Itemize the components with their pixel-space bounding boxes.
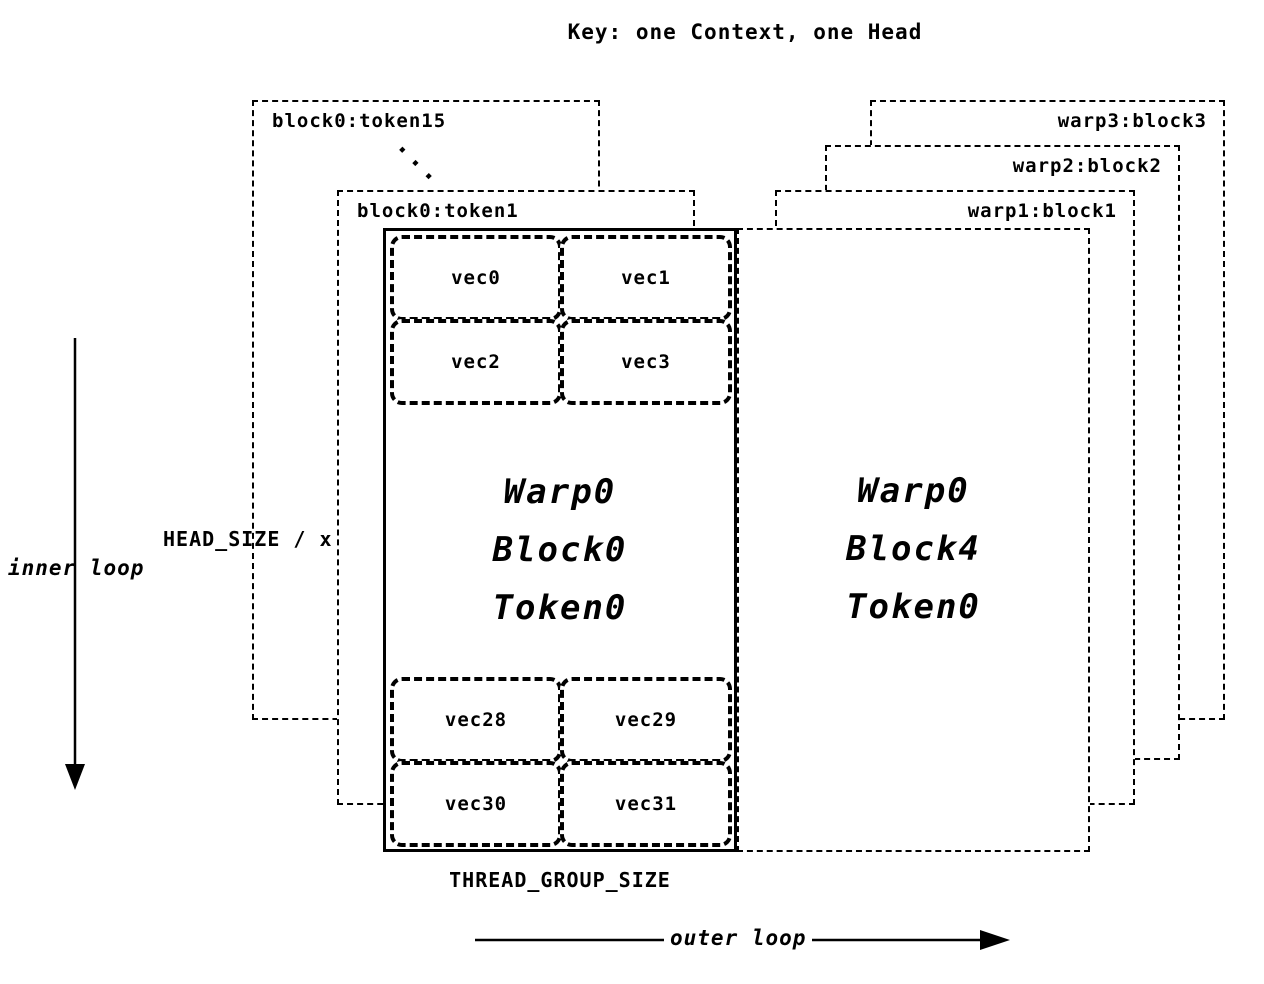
- right-block-line-1: Warp0: [857, 471, 970, 511]
- warp0-block0-token0-box: vec0 vec1 vec2 vec3 Warp0 Block0 Token0 …: [383, 228, 737, 852]
- vec3-box: vec3: [560, 319, 732, 405]
- label-warp3-block3: warp3:block3: [1057, 110, 1207, 132]
- warp0-block0-token0-label: Warp0 Block0 Token0: [386, 463, 734, 637]
- right-block-line-2: Block4: [846, 529, 981, 569]
- vec0-box: vec0: [390, 235, 562, 321]
- outer-loop-label: outer loop: [664, 926, 813, 950]
- label-warp2-block2: warp2:block2: [1012, 155, 1162, 177]
- vec2-box: vec2: [390, 319, 562, 405]
- diagram-title: Key: one Context, one Head: [567, 20, 923, 44]
- vec31-box: vec31: [560, 761, 732, 847]
- vec1-box: vec1: [560, 235, 732, 321]
- main-block-line-2: Block0: [492, 530, 628, 570]
- head-size-label: HEAD_SIZE / x: [163, 527, 333, 551]
- right-block-line-3: Token0: [846, 587, 981, 627]
- label-block0-token15: block0:token15: [272, 110, 447, 132]
- vec30-box: vec30: [390, 761, 562, 847]
- label-warp1-block1: warp1:block1: [967, 200, 1117, 222]
- warp0-block4-token0-label: Warp0 Block4 Token0: [739, 462, 1088, 636]
- label-block0-token1: block0:token1: [357, 200, 519, 222]
- warp0-block4-token0-box: Warp0 Block4 Token0: [737, 228, 1090, 852]
- main-block-line-1: Warp0: [503, 472, 617, 512]
- inner-loop-arrow: [65, 338, 85, 790]
- thread-group-size-label: THREAD_GROUP_SIZE: [449, 868, 671, 892]
- main-block-line-3: Token0: [492, 588, 628, 628]
- vec28-box: vec28: [390, 677, 562, 763]
- vec29-box: vec29: [560, 677, 732, 763]
